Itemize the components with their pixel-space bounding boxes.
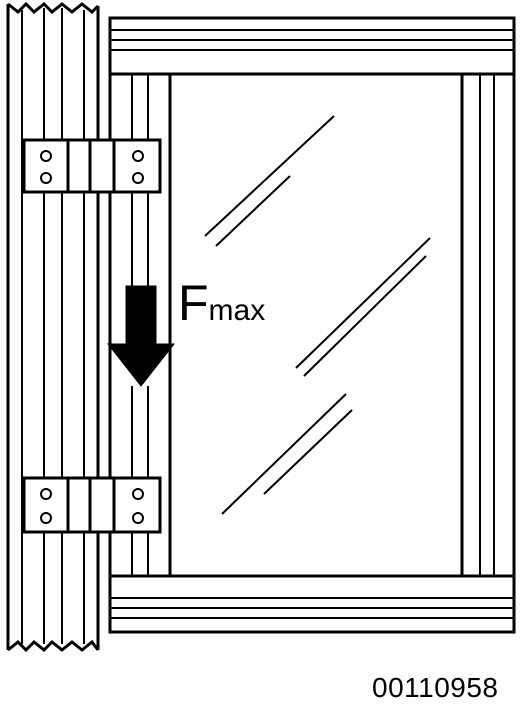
- vertical-post-profile: [6, 1, 100, 653]
- bottom-rail: [110, 574, 514, 619]
- force-label: Fmax: [178, 278, 265, 328]
- left-stile: [131, 74, 172, 576]
- top-rail: [110, 29, 514, 76]
- glass-pane-reflections: [204, 115, 431, 515]
- door-frame: [108, 16, 516, 634]
- force-label-main: F: [178, 275, 209, 331]
- down-arrow-icon: [106, 285, 176, 387]
- drawing-number: 00110958: [372, 672, 499, 703]
- upper-hinge: [22, 138, 162, 194]
- force-label-subscript: max: [208, 294, 266, 327]
- right-stile: [460, 74, 495, 576]
- lower-hinge: [22, 476, 162, 534]
